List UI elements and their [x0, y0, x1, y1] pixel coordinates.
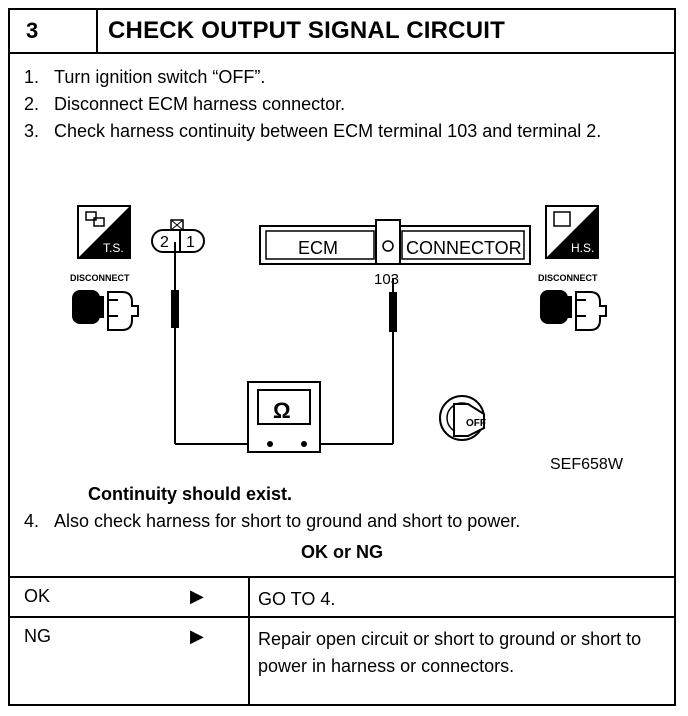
pin-1-label: 1: [186, 234, 195, 251]
step-num: 3.: [24, 121, 40, 141]
ts-label: T.S.: [103, 241, 124, 255]
ecm-label: ECM: [298, 238, 338, 258]
instruction-step: 3. Check harness continuity between ECM …: [24, 118, 664, 145]
hs-label: H.S.: [571, 241, 594, 255]
disconnect-label-right: DISCONNECT: [538, 273, 598, 283]
step-number: 3: [10, 10, 98, 52]
instruction-step: 1. Turn ignition switch “OFF”.: [24, 64, 664, 91]
ecm-connector-icon: ECM CONNECTOR: [259, 219, 531, 265]
ok-or-ng-heading: OK or NG: [300, 542, 383, 562]
instruction-step: 2. Disconnect ECM harness connector.: [24, 91, 664, 118]
result-row-ok: OK ▶ GO TO 4.: [10, 578, 674, 618]
result-status: NG: [24, 626, 51, 646]
arrow-icon: ▶: [190, 586, 204, 606]
arrow-icon: ▶: [190, 626, 204, 646]
result-action: Repair open circuit or short to ground o…: [258, 629, 642, 676]
step-num: 1.: [24, 67, 40, 87]
procedure-box: 3 CHECK OUTPUT SIGNAL CIRCUIT 1. Turn ig…: [8, 8, 676, 706]
step-text: Check harness continuity between ECM ter…: [54, 121, 602, 141]
off-label: OFF: [466, 418, 486, 429]
disconnect-label-left: DISCONNECT: [70, 273, 130, 283]
disconnect-connector-icon: [72, 290, 139, 331]
ts-badge-icon: T.S.: [77, 205, 131, 259]
step-text: Also check harness for short to ground a…: [54, 511, 521, 531]
result-row-ng: NG ▶ Repair open circuit or short to gro…: [10, 618, 674, 704]
step-num: 2.: [24, 94, 40, 114]
step-text: Disconnect ECM harness connector.: [54, 94, 346, 114]
step-num: 4.: [24, 511, 40, 531]
connector-label: CONNECTOR: [406, 238, 522, 258]
procedure-title: CHECK OUTPUT SIGNAL CIRCUIT: [108, 17, 505, 44]
pin-2-label: 2: [160, 234, 169, 251]
instruction-list: 1. Turn ignition switch “OFF”. 2. Discon…: [24, 64, 664, 145]
result-status: OK: [24, 586, 51, 606]
continuity-note: Continuity should exist.: [88, 484, 293, 504]
procedure-header: 3 CHECK OUTPUT SIGNAL CIRCUIT: [10, 10, 674, 54]
table-divider: [248, 578, 250, 704]
harness-connector-icon: 2 1: [151, 219, 205, 290]
ohmmeter-icon: Ω: [247, 381, 321, 453]
disconnect-connector-icon: [540, 290, 607, 331]
figure-code: SEF658W: [550, 456, 623, 473]
terminal-103-label: 103: [374, 271, 399, 288]
result-table: OK ▶ GO TO 4. NG ▶ Repair open circuit o…: [10, 576, 674, 704]
ignition-key-icon: OFF: [439, 395, 486, 441]
step-text: Turn ignition switch “OFF”.: [54, 67, 266, 87]
instruction-step: 4. Also check harness for short to groun…: [24, 508, 664, 535]
result-action: GO TO 4.: [258, 589, 336, 609]
wiring-figure: T.S. DISCONNECT 2 1: [10, 200, 674, 490]
ohm-symbol: Ω: [273, 398, 291, 423]
hs-badge-icon: H.S.: [545, 205, 599, 259]
